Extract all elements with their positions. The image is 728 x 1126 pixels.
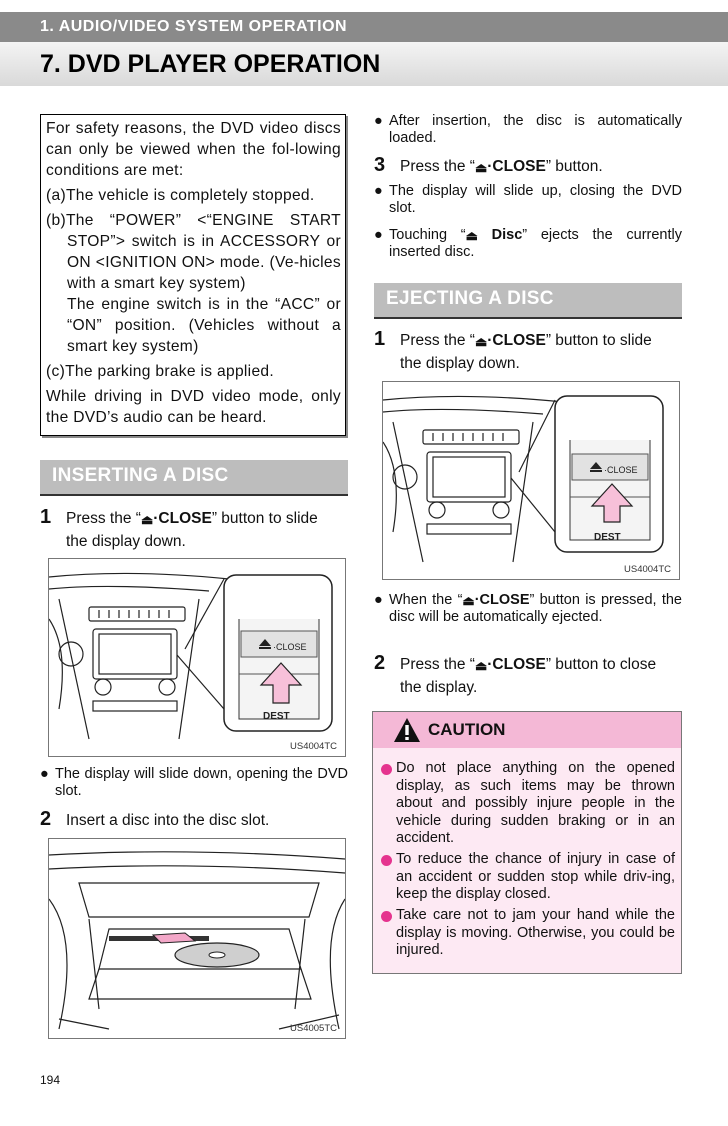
- caution-item-2: To reduce the chance of injury in case o…: [381, 851, 675, 904]
- figure-code: US4004TC: [290, 741, 337, 752]
- safety-condition-a: (a)The vehicle is completely stopped.: [46, 187, 315, 204]
- safety-outro: While driving in DVD video mode, only th…: [46, 388, 341, 426]
- fig-dest-label: DEST: [594, 532, 621, 543]
- eject-icon: ⏏: [474, 160, 488, 175]
- step-number: 2: [374, 652, 386, 674]
- step-number: 1: [374, 328, 386, 350]
- inserting-disc-heading: INSERTING A DISC: [40, 460, 348, 496]
- caution-item-3: Take care not to jam your hand while the…: [381, 907, 675, 960]
- caution-bullet: [381, 911, 392, 922]
- safety-note-box: For safety reasons, the DVD video discs …: [40, 114, 346, 436]
- step-text: Press the “⏏·CLOSE” button.: [400, 158, 603, 175]
- section-header-bar: 1. AUDIO/VIDEO SYSTEM OPERATION: [0, 12, 728, 42]
- caution-bullet: [381, 764, 392, 775]
- warning-triangle-icon: [394, 718, 420, 742]
- caution-title: CAUTION: [428, 720, 506, 739]
- caution-box: CAUTION Do not place anything on the ope…: [372, 711, 682, 974]
- fig1-close-label: ·CLOSE: [273, 642, 307, 652]
- insert-bullet-1: ● The display will slide down, opening t…: [40, 766, 348, 799]
- eject-icon: ⏏: [474, 658, 488, 673]
- page-number: 194: [40, 1073, 61, 1087]
- step-number: 3: [374, 154, 386, 176]
- slide-up-bullet: ● The display will slide up, closing the…: [374, 183, 682, 216]
- safety-condition-b2: The engine switch is in the “ACC” or “ON…: [67, 296, 341, 355]
- figure-code: US4004TC: [624, 564, 671, 575]
- section-header: 1. AUDIO/VIDEO SYSTEM OPERATION: [40, 18, 348, 35]
- eject-icon: ⏏: [465, 228, 478, 243]
- step-number: 2: [40, 808, 52, 830]
- bullet-dot: ●: [40, 766, 49, 782]
- figure-code: US4005TC: [290, 1023, 337, 1034]
- dashboard-illustration: ·CLOSE DEST: [49, 572, 333, 740]
- caution-header: CAUTION: [373, 712, 681, 748]
- eject-icon: ⏏: [474, 334, 488, 349]
- caution-item-1: Do not place anything on the opened disp…: [381, 760, 675, 848]
- chapter-header-bar: 7. DVD PLAYER OPERATION: [0, 42, 728, 86]
- eject-icon: ⏏: [462, 593, 475, 608]
- touch-disc-bullet: ● Touching “⏏ Disc” ejects the currently…: [374, 227, 682, 260]
- eject-icon: ⏏: [140, 512, 154, 527]
- safety-intro: For safety reasons, the DVD video discs …: [46, 120, 341, 179]
- bullet-dot: ●: [374, 227, 383, 243]
- chapter-title: 7. DVD PLAYER OPERATION: [40, 50, 381, 78]
- inserting-disc-title: INSERTING A DISC: [52, 465, 229, 486]
- bullet-dot: ●: [374, 592, 383, 608]
- fig1-dest-label: DEST: [263, 711, 290, 722]
- figure-insert-disc: US4005TC: [48, 838, 346, 1039]
- fig-close-label: ·CLOSE: [604, 465, 638, 475]
- figure-eject-slide-down: ·CLOSE DEST US4004TC: [382, 381, 680, 580]
- bullet-dot: ●: [374, 183, 383, 199]
- figure-display-slide-down: ·CLOSE DEST US4004TC: [48, 558, 346, 757]
- dashboard-illustration: ·CLOSE DEST: [383, 395, 664, 563]
- step-number: 1: [40, 506, 52, 528]
- ejecting-disc-heading: EJECTING A DISC: [374, 283, 682, 319]
- bullet-dot: ●: [374, 113, 383, 129]
- caution-bullet: [381, 855, 392, 866]
- disc-insert-illustration: [49, 851, 345, 1030]
- safety-condition-c: (c)The parking brake is applied.: [46, 363, 275, 380]
- ejecting-disc-title: EJECTING A DISC: [386, 288, 554, 309]
- safety-condition-b: (b)The “POWER” <“ENGINE START STOP”> swi…: [46, 212, 341, 292]
- step-text: Insert a disc into the disc slot.: [66, 812, 270, 829]
- loaded-bullet: ● After insertion, the disc is automatic…: [374, 113, 682, 146]
- eject-bullet: ● When the “⏏·CLOSE” button is pressed, …: [374, 592, 682, 625]
